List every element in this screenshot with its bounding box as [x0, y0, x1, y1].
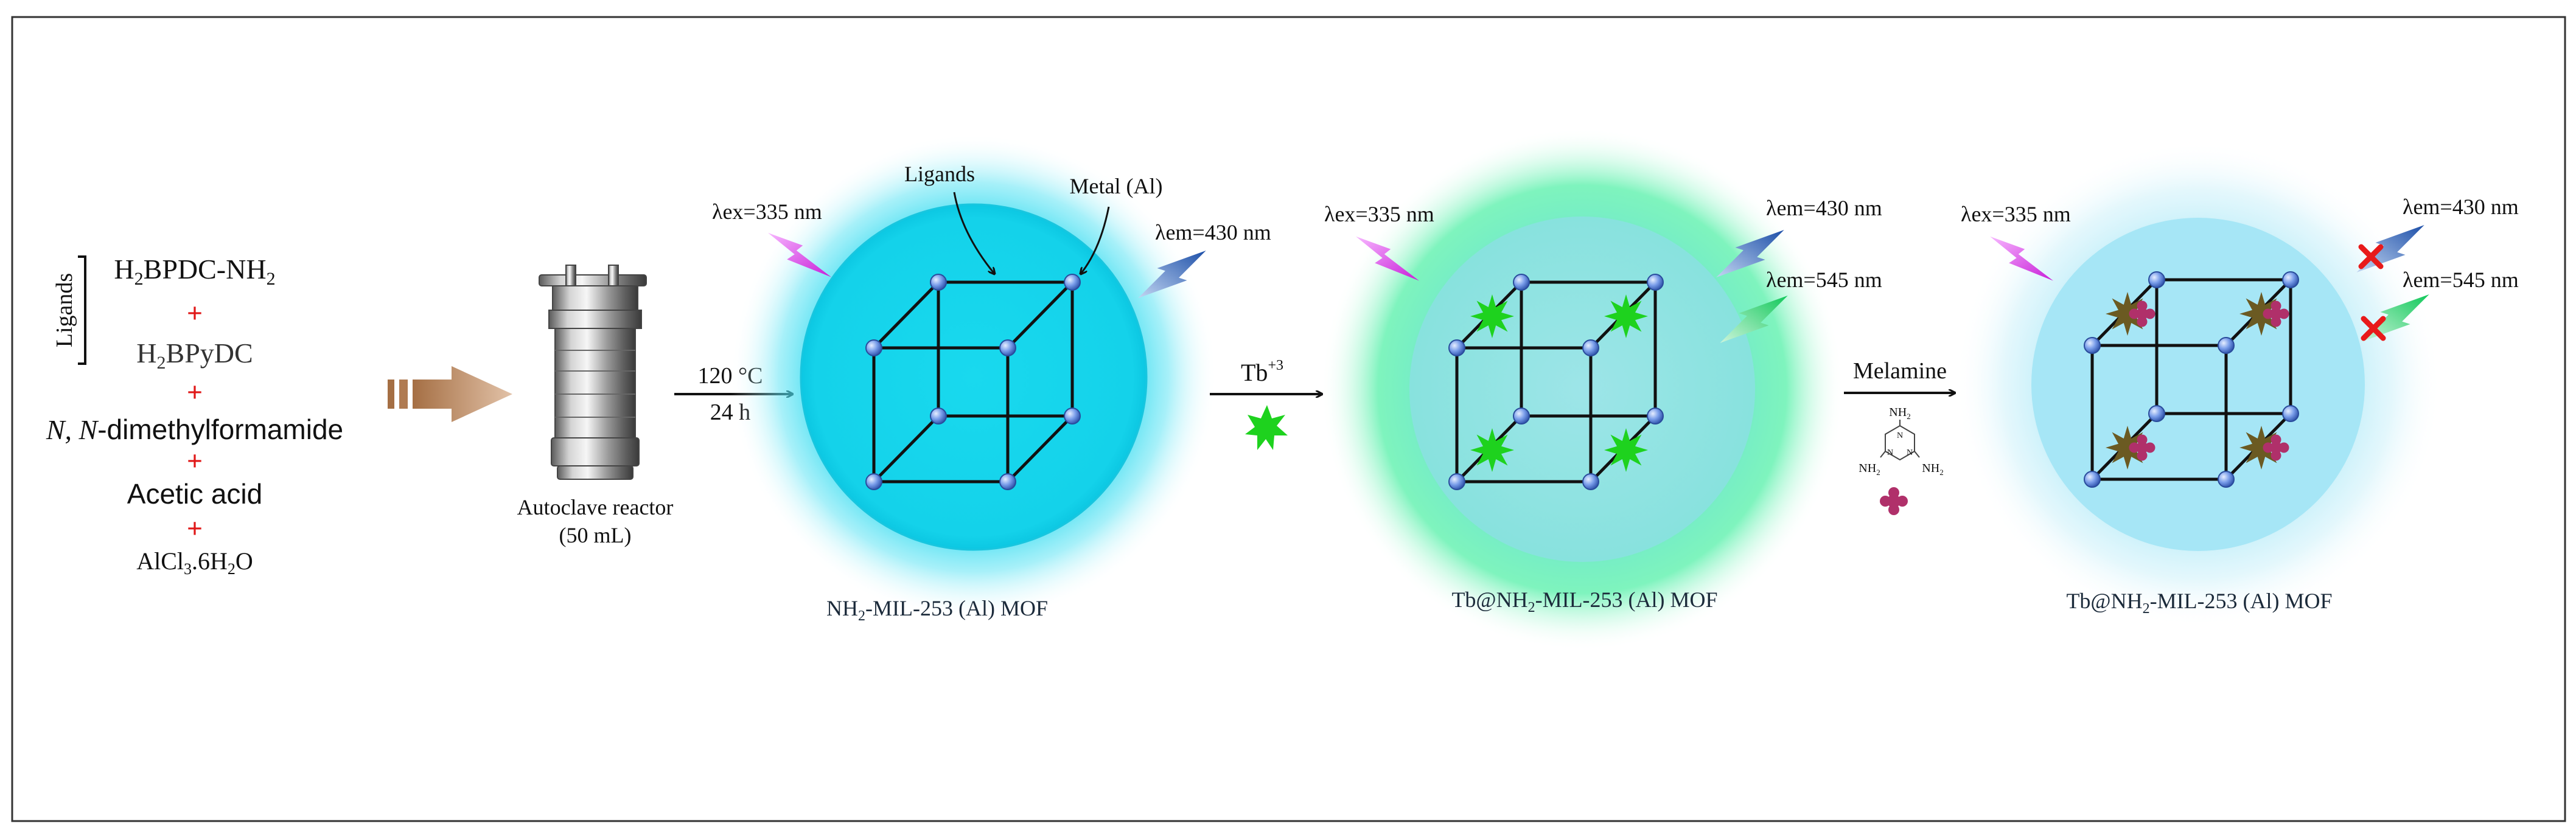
framework-edge — [873, 281, 940, 349]
amine-left: NH2 — [1859, 462, 1880, 477]
metal-node — [2282, 271, 2299, 288]
svg-text:N: N — [1897, 431, 1903, 440]
callout-ligands-arrow — [953, 192, 994, 274]
melamine-label: Melamine — [1853, 358, 1947, 384]
quench-cross-icon — [2358, 244, 2384, 269]
melamine-blob-icon — [1880, 487, 1908, 515]
tb-star-icon — [1245, 405, 1288, 450]
mof-caption: NH2-MIL-253 (Al) MOF — [826, 596, 1048, 624]
melamine-blob-icon — [2263, 300, 2289, 327]
mof-sphere — [800, 203, 1148, 551]
reactant-alcl3: AlCl3.6H2O — [136, 547, 253, 578]
excitation-label: λex=335 nm — [1324, 202, 1434, 226]
excitation-label: λex=335 nm — [1961, 202, 2071, 226]
metal-node — [930, 274, 947, 291]
emission-label-430: λem=430 nm — [2403, 195, 2519, 219]
metal-node — [999, 473, 1016, 490]
cube-framework — [2084, 271, 2299, 488]
emission-label-545: λem=545 nm — [1766, 268, 1882, 292]
excitation-label: λex=335 nm — [712, 199, 822, 224]
metal-node — [2218, 337, 2235, 354]
metal-node — [1582, 339, 1599, 356]
svg-text:N: N — [1887, 448, 1893, 457]
ligands-bracket: Ligands — [52, 255, 86, 365]
metal-node — [2084, 471, 2101, 488]
plus-sign: + — [187, 513, 203, 544]
plus-sign: + — [187, 445, 203, 476]
metal-node — [1513, 407, 1530, 425]
reactant-acetic-acid: Acetic acid — [127, 478, 262, 510]
framework-edge — [873, 415, 940, 483]
metal-node — [2084, 337, 2101, 354]
mof-caption: Tb@NH2-MIL-253 (Al) MOF — [2066, 589, 2332, 617]
mof-panel-1: λex=335 nm λem=430 nm Ligands Metal (Al)… — [712, 134, 1271, 624]
mof-caption: Tb@NH2-MIL-253 (Al) MOF — [1451, 588, 1717, 615]
amine-right: NH2 — [1922, 462, 1943, 477]
cube-framework — [865, 274, 1081, 490]
melamine-blob-icon — [2263, 434, 2289, 461]
reactor-label: Autoclave reactor — [517, 495, 674, 519]
melamine-structure: N N N NH2 NH2 NH2 — [1859, 406, 1943, 477]
plus-sign: + — [187, 297, 203, 328]
melamine-blob-icon — [2129, 434, 2155, 461]
tb-ion-label: Tb+3 — [1241, 358, 1283, 386]
emission-label-545: λem=545 nm — [2403, 268, 2519, 292]
metal-node — [1448, 473, 1465, 490]
metal-node — [930, 407, 947, 425]
reactant-dmf: N, N-dimethylformamide — [46, 414, 343, 445]
ligands-bracket-label: Ligands — [52, 273, 77, 347]
reactant-h2bpdc-nh2: H2BPDC-NH2 — [114, 254, 275, 289]
metal-node — [1064, 407, 1081, 425]
terbium-star-icon — [1604, 294, 1648, 338]
metal-node — [865, 473, 882, 490]
emission-label-430: λem=430 nm — [1155, 220, 1271, 244]
metal-node — [1513, 274, 1530, 291]
reactants-list: Ligands H2BPDC-NH2 + H2BPyDC + N, N-dime… — [46, 254, 343, 578]
framework-edge — [1007, 281, 1073, 349]
cube-framework — [1448, 274, 1664, 490]
callout-metal: Metal (Al) — [1070, 174, 1163, 198]
callout-metal-arrow — [1081, 206, 1110, 274]
terbium-star-icon — [1470, 294, 1514, 338]
mof-panel-3: λex=335 nm λem=430 nm λem=545 nm Tb@NH2-… — [1955, 141, 2519, 628]
metal-node — [1582, 473, 1599, 490]
metal-node — [1448, 339, 1465, 356]
terbium-star-icon — [1604, 428, 1648, 472]
autoclave-reactor-icon — [539, 265, 647, 480]
melamine-blob-icon — [2129, 300, 2155, 327]
svg-text:N: N — [1907, 448, 1913, 457]
metal-node — [2148, 405, 2165, 422]
process-arrow — [388, 366, 512, 422]
metal-node — [2218, 471, 2235, 488]
plus-sign: + — [187, 376, 203, 407]
step-arrow-tb-doping: Tb+3 — [1210, 358, 1322, 450]
metal-node — [2282, 405, 2299, 422]
reactor-volume: (50 mL) — [559, 523, 632, 547]
reactant-h2bpydc: H2BPyDC — [136, 338, 253, 373]
mof-sphere — [1409, 217, 1755, 562]
terbium-star-icon — [1470, 428, 1514, 472]
step-arrow-melamine: Melamine N N N NH2 NH2 NH2 — [1844, 358, 1955, 515]
framework-edge — [1007, 415, 1073, 483]
metal-node — [999, 339, 1016, 356]
mof-sphere — [2031, 218, 2365, 551]
amine-top: NH2 — [1889, 406, 1910, 421]
callout-ligands: Ligands — [904, 162, 975, 186]
metal-node — [1647, 274, 1664, 291]
mof-panel-2: λex=335 nm λem=430 nm λem=545 nm Tb@NH2-… — [1321, 128, 1882, 651]
emission-label-430: λem=430 nm — [1766, 196, 1882, 220]
metal-node — [1064, 274, 1081, 291]
metal-node — [2148, 271, 2165, 288]
metal-node — [865, 339, 882, 356]
metal-node — [1647, 407, 1664, 425]
quench-cross-icon — [2361, 316, 2386, 341]
